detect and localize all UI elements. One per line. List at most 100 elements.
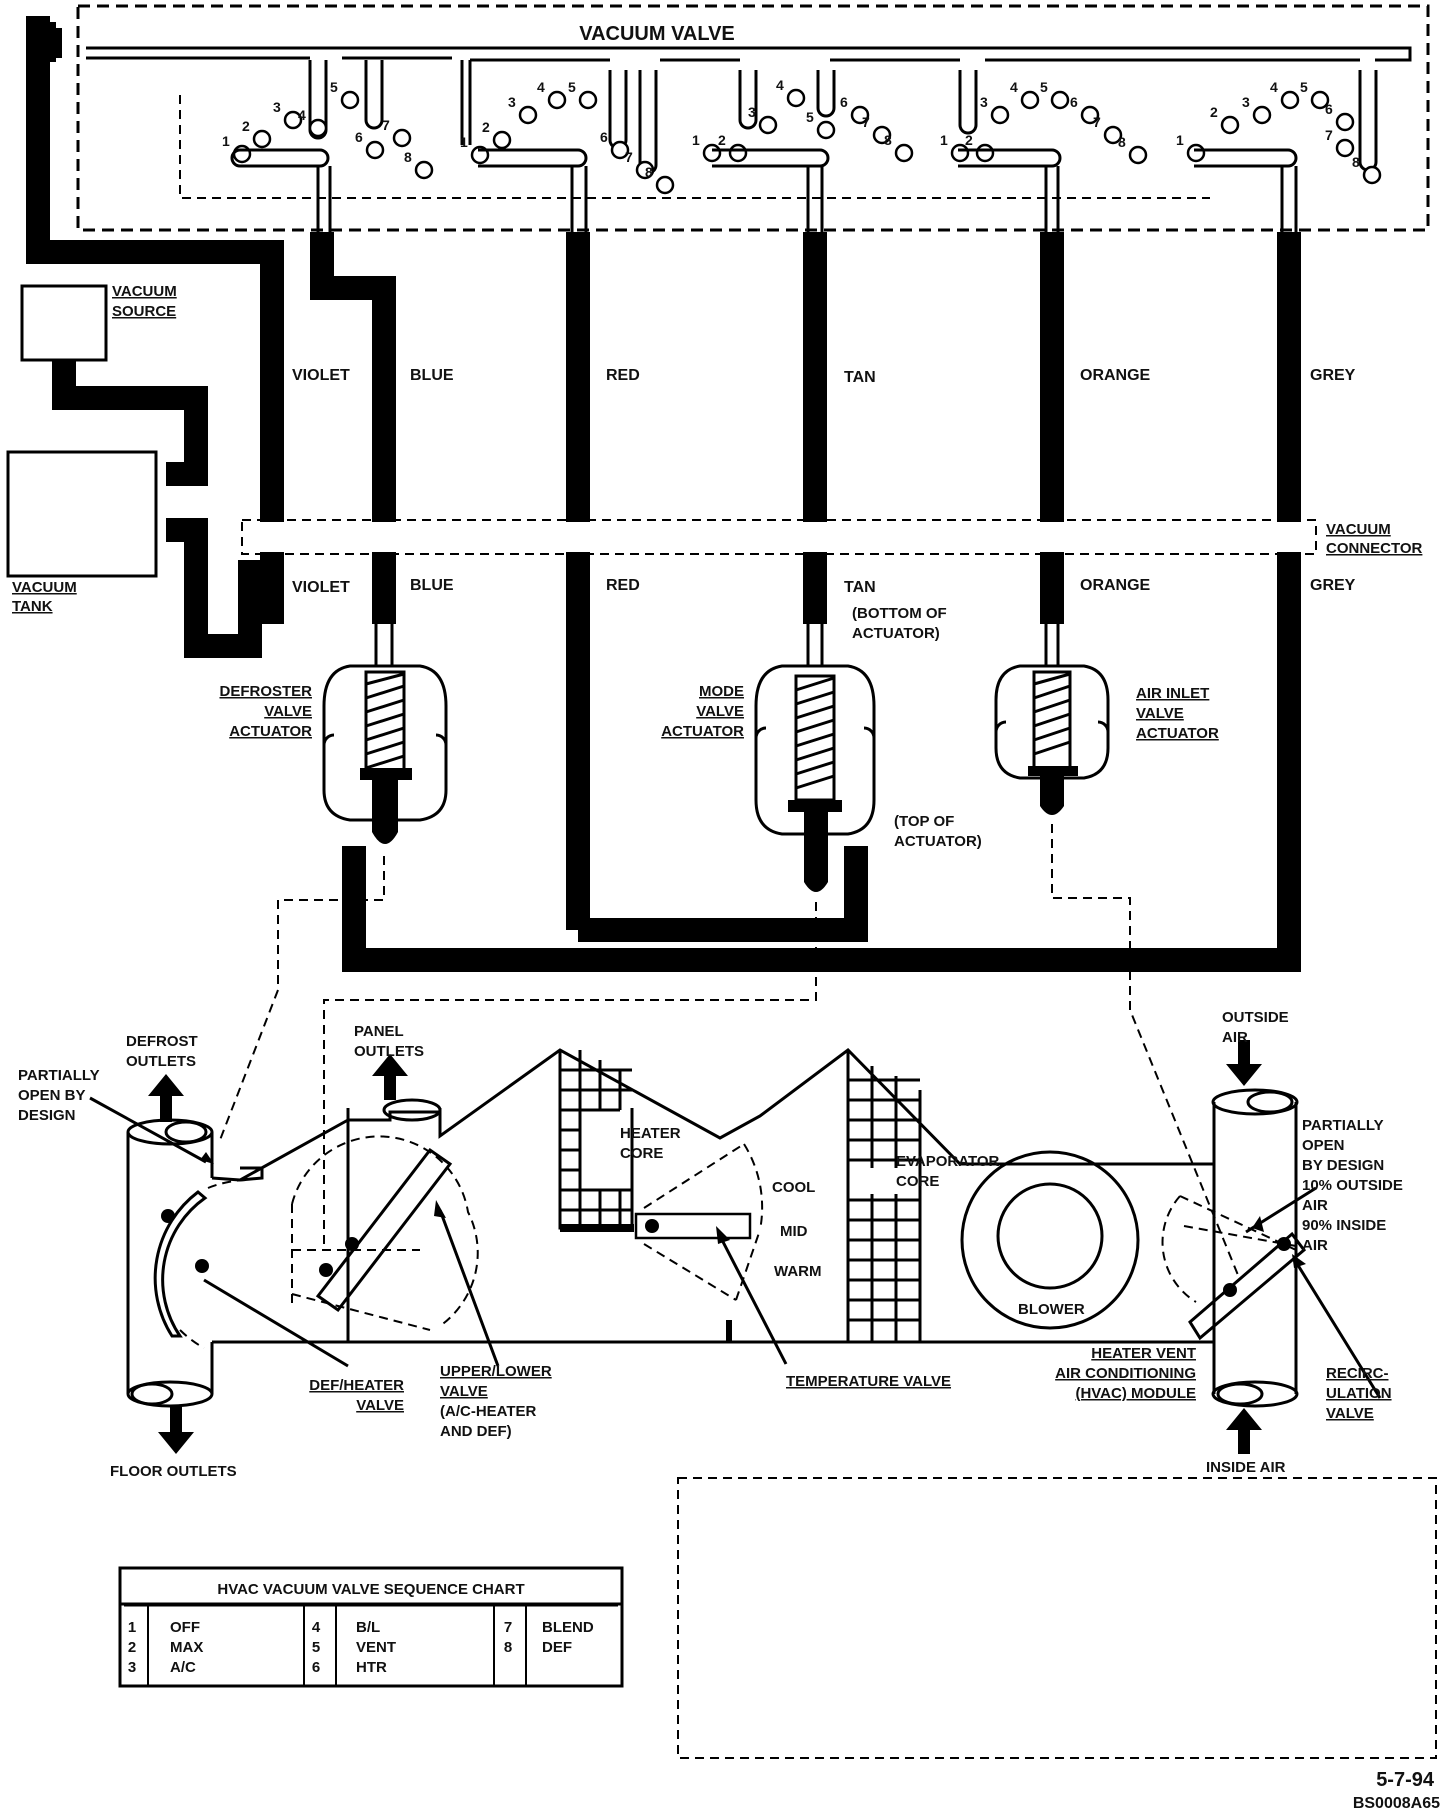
valve-port-number: 6	[1325, 101, 1333, 117]
vacuum-valve-rotor-outline	[179, 95, 1210, 199]
defrost-outlets-label: DEFROST	[126, 1033, 198, 1050]
partially-open-right-label: PARTIALLY	[1302, 1117, 1384, 1134]
valve-port-number: 7	[382, 117, 390, 133]
sequence-chart-number: 1	[128, 1619, 136, 1636]
vacuum-connector-border	[241, 519, 1317, 555]
valve-port	[518, 105, 538, 125]
panel-outlets-label: PANEL	[354, 1023, 404, 1040]
valve-port-number: 6	[355, 129, 363, 145]
floor-outlets-label: FLOOR OUTLETS	[110, 1463, 237, 1480]
valve-port-number: 1	[1176, 132, 1184, 148]
valve-port	[728, 143, 748, 163]
hvac-module-label-2: AIR CONDITIONING	[1055, 1365, 1196, 1382]
sequence-chart-label: DEF	[542, 1639, 572, 1656]
footer-date: 5-7-94	[1376, 1769, 1435, 1791]
partially-open-right-label-4: 10% OUTSIDE	[1302, 1177, 1403, 1194]
valve-port	[365, 140, 385, 160]
hose-label-violet-top: VIOLET	[292, 367, 350, 384]
vacuum-tank-label-2: TANK	[12, 598, 53, 615]
hose-grey	[342, 232, 1301, 972]
sequence-chart-number: 2	[128, 1639, 136, 1656]
blank-dashed-box	[677, 1477, 1437, 1759]
upper-lower-valve-label-4: AND DEF)	[440, 1423, 512, 1440]
valve-port-number: 2	[1210, 104, 1218, 120]
valve-port	[1252, 105, 1272, 125]
valve-port-number: 5	[1300, 79, 1308, 95]
heater-core	[558, 1050, 634, 1232]
valve-port	[610, 140, 630, 160]
vacuum-connector: VACUUM CONNECTOR	[241, 519, 1423, 557]
sequence-chart-title: HVAC VACUUM VALVE SEQUENCE CHART	[217, 1581, 524, 1598]
sequence-chart-label: OFF	[170, 1619, 200, 1636]
valve-port-number: 3	[273, 99, 281, 115]
valve-port-number: 2	[242, 118, 250, 134]
valve-port-number: 2	[718, 132, 726, 148]
partially-open-left-label: PARTIALLY	[18, 1067, 100, 1084]
mode-actuator-label-3: ACTUATOR	[661, 723, 744, 740]
sequence-chart-number: 4	[312, 1619, 321, 1636]
valve-port	[1335, 112, 1355, 132]
valve-port	[786, 88, 806, 108]
valve-port	[308, 118, 328, 138]
valve-port	[1050, 90, 1070, 110]
valve-port-number: 8	[645, 164, 653, 180]
valve-port	[872, 125, 892, 145]
valve-port-number: 4	[537, 79, 545, 95]
vacuum-source-label: VACUUM	[112, 283, 177, 300]
valve-port-number: 4	[1270, 79, 1278, 95]
partially-open-right-label-3: BY DESIGN	[1302, 1157, 1384, 1174]
air-inlet-actuator-label-2: VALVE	[1136, 705, 1184, 722]
valve-port	[283, 110, 303, 130]
valve-port-number: 4	[776, 77, 784, 93]
vacuum-tank-box	[6, 450, 158, 578]
valve-port-number: 5	[568, 79, 576, 95]
vacuum-connector-label: VACUUM	[1326, 521, 1391, 538]
valve-port-number: 5	[1040, 79, 1048, 95]
upper-lower-valve-label-3: (A/C-HEATER	[440, 1403, 537, 1420]
defroster-valve-actuator: DEFROSTER VALVE ACTUATOR	[219, 624, 448, 844]
warm-label: WARM	[774, 1263, 822, 1280]
hose-label-orange-top: ORANGE	[1080, 367, 1151, 384]
defroster-actuator-label-2: VALVE	[264, 703, 312, 720]
mode-actuator-label-2: VALVE	[696, 703, 744, 720]
partially-open-right-label-7: AIR	[1302, 1237, 1328, 1254]
valve-port	[232, 144, 252, 164]
valve-port	[1280, 90, 1300, 110]
top-of-actuator-label: (TOP OF	[894, 813, 954, 830]
hose-label-blue-bottom: BLUE	[410, 577, 454, 594]
sequence-chart-number: 8	[504, 1639, 512, 1656]
valve-port-number: 4	[298, 107, 306, 123]
heater-core-label-2: CORE	[620, 1145, 663, 1162]
valve-port	[655, 175, 675, 195]
hose-label-red-bottom: RED	[606, 577, 640, 594]
panel-outlet-arrow	[372, 1054, 408, 1100]
defrost-outlet-arrow	[148, 1074, 184, 1122]
valve-port-number: 8	[1352, 154, 1360, 170]
hoses	[310, 232, 1301, 972]
valve-port-number: 7	[625, 149, 633, 165]
hose-label-violet-bottom: VIOLET	[292, 579, 350, 596]
upper-lower-valve-label-2: VALVE	[440, 1383, 488, 1400]
bottom-of-actuator-label: (BOTTOM OF	[852, 605, 947, 622]
valve-port-number: 8	[884, 132, 892, 148]
footer-code: BS0008A65	[1353, 1795, 1440, 1812]
valve-port	[1103, 125, 1123, 145]
recirculation-valve-label-2: ULATION	[1326, 1385, 1392, 1402]
valve-port	[1310, 90, 1330, 110]
valve-port	[547, 90, 567, 110]
defroster-actuator-label: DEFROSTER	[219, 683, 312, 700]
hose-label-orange-bottom: ORANGE	[1080, 577, 1151, 594]
valve-port	[894, 143, 914, 163]
vacuum-source-box	[20, 284, 108, 362]
valve-port-number: 1	[460, 134, 468, 150]
defrost-outlets-label-2: OUTLETS	[126, 1053, 196, 1070]
recirculation-valve-label: RECIRC-	[1326, 1365, 1389, 1382]
valve-port	[1220, 115, 1240, 135]
valve-port-number: 7	[1093, 114, 1101, 130]
valve-port-number: 1	[692, 132, 700, 148]
vacuum-valve-manifold	[86, 46, 1412, 62]
recirculation-valve-label-3: VALVE	[1326, 1405, 1374, 1422]
valve-port-number: 1	[940, 132, 948, 148]
